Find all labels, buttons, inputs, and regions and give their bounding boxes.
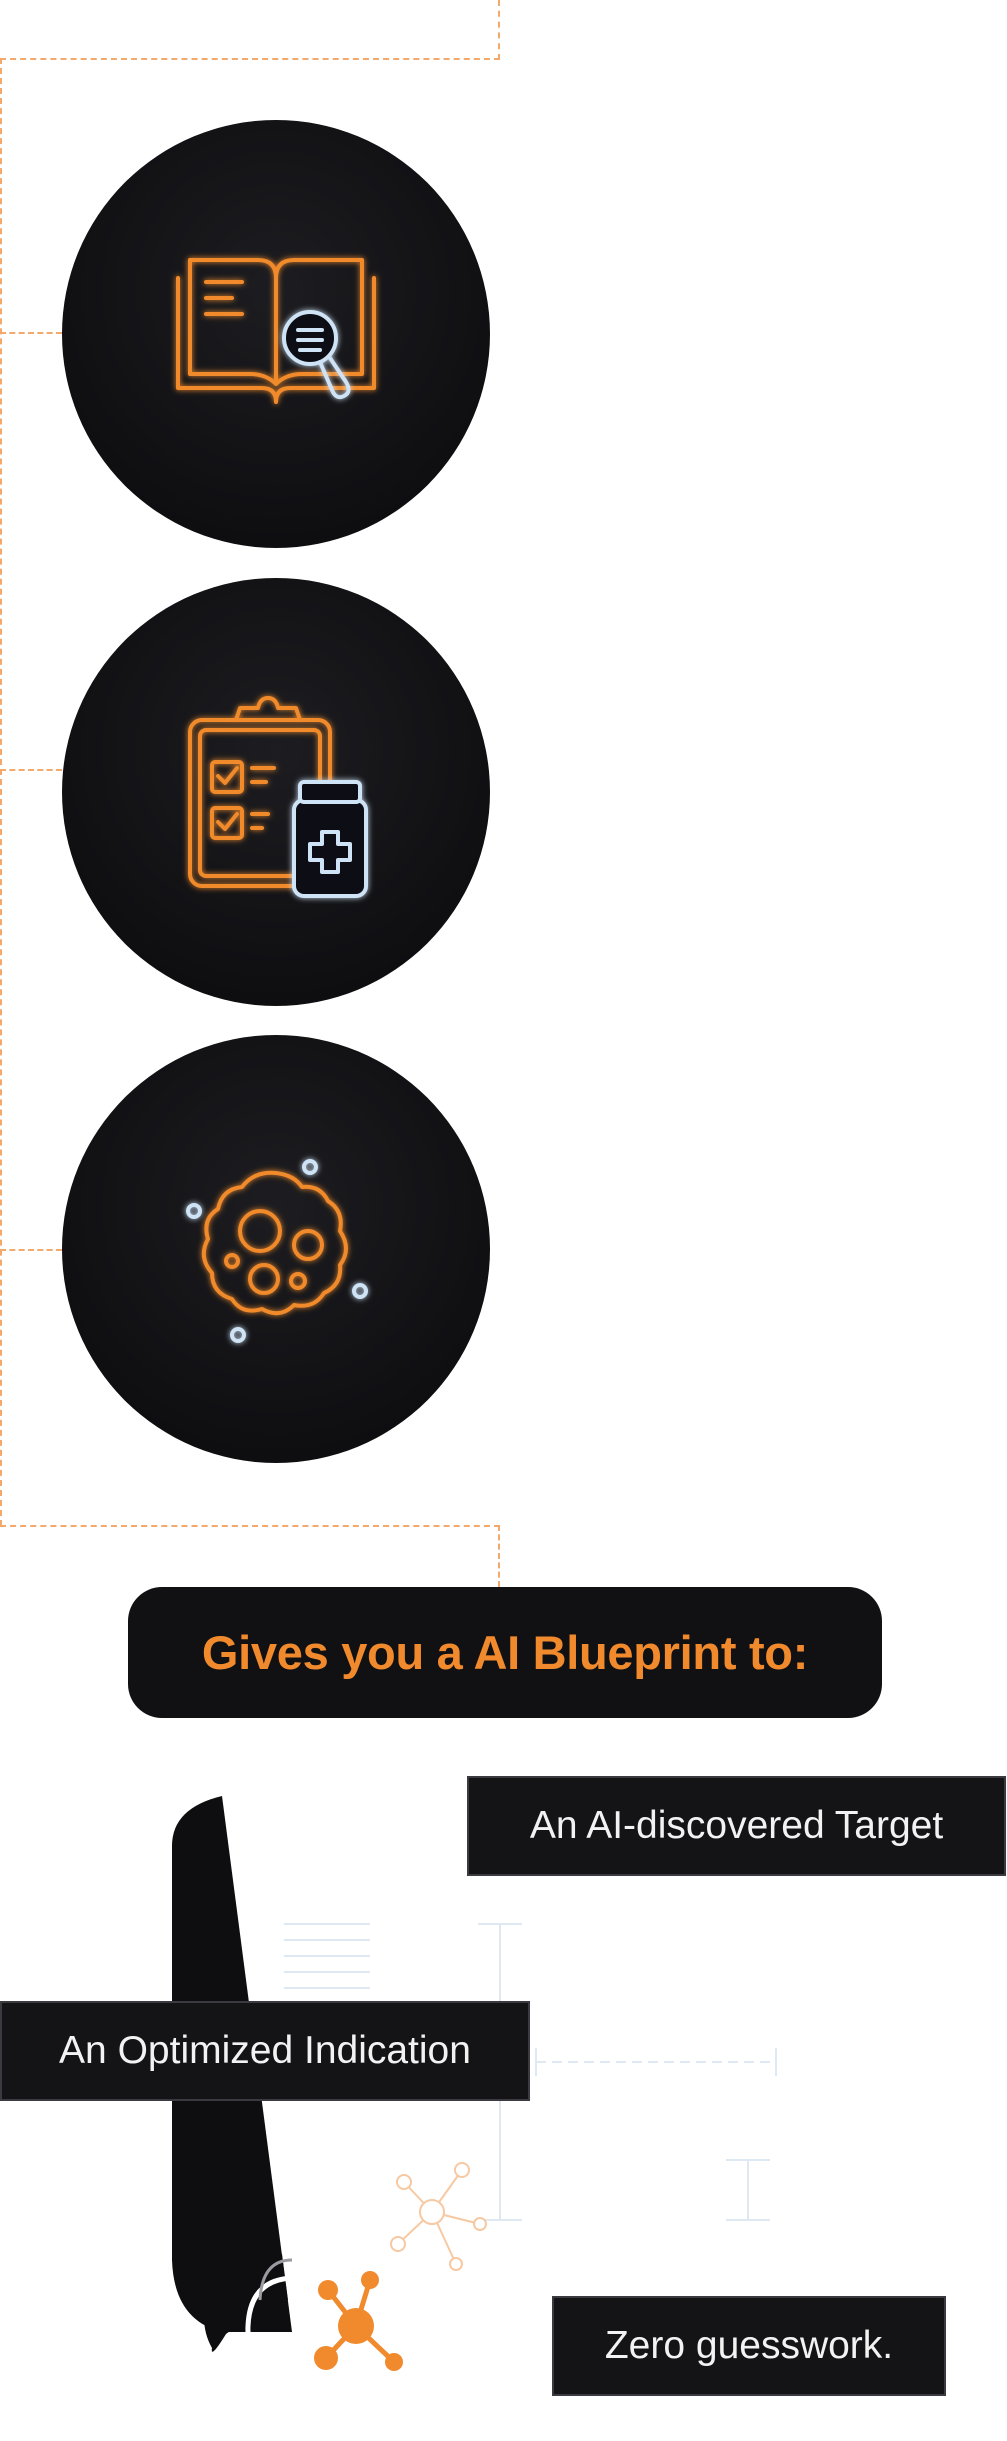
connector-top-horizontal [0,58,500,60]
blueprint-heading-banner: Gives you a AI Blueprint to: [128,1587,882,1718]
step-circle-cell [62,1035,490,1463]
indication-label: An Optimized Indication [59,2029,471,2072]
molecule-faint-icon [390,2162,487,2271]
target-label-box: An AI-discovered Target [467,1776,1006,1876]
connector-branch-3 [0,1249,62,1251]
step-circle-clinical [62,578,490,1006]
clipboard-medicine-icon [188,696,368,898]
connector-bottom-vertical [498,1525,500,1587]
connector-top-vertical [498,0,500,60]
guesswork-label: Zero guesswork. [604,2324,894,2367]
step-circle-research [62,120,490,548]
blueprint-heading: Gives you a AI Blueprint to: [201,1626,809,1679]
target-label: An AI-discovered Target [529,1804,944,1847]
book-search-icon [176,258,376,404]
molecule-icon [314,2271,403,2371]
connector-bottom-horizontal [0,1525,500,1527]
guesswork-label-box: Zero guesswork. [552,2296,946,2396]
cell-icon [186,1159,368,1343]
connector-branch-2 [0,769,62,771]
connector-branch-1 [0,332,62,334]
connector-left-spine [0,58,2,1526]
indication-label-box: An Optimized Indication [0,2001,530,2101]
